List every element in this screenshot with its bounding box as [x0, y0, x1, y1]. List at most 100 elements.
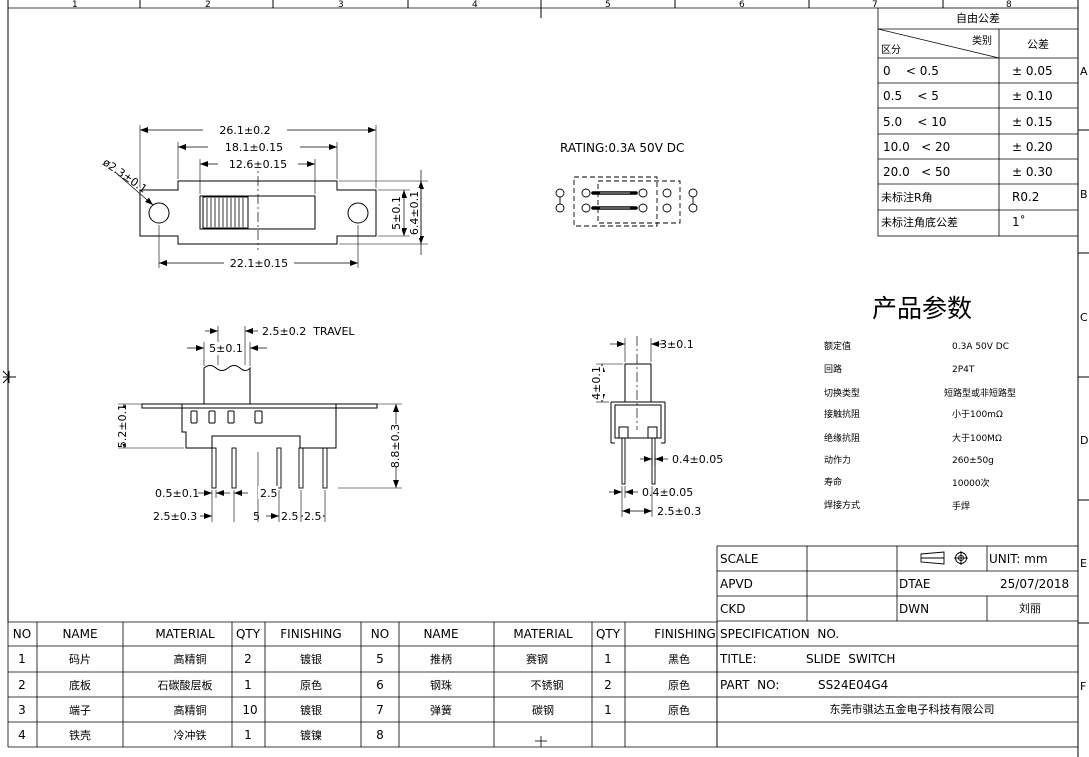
tolerance-header-tolerance: 公差	[1027, 37, 1049, 51]
bom-cell: 冷冲铁	[174, 728, 207, 742]
dim-span: 5	[253, 510, 260, 523]
dim-pin-pitch: 2.5	[260, 487, 278, 500]
bom-cell: 码片	[69, 653, 91, 666]
tolerance-value: ± 0.20	[1012, 140, 1053, 154]
dim-pitch-b: 2.5	[304, 510, 322, 523]
bom-cell: 弹簧	[430, 703, 452, 717]
bom-header: NAME	[423, 627, 458, 641]
drawer-name: 刘丽	[1019, 602, 1041, 615]
bom-header: FINISHING	[280, 627, 341, 641]
ckd-label: CKD	[720, 602, 746, 616]
row-letter: E	[1080, 557, 1087, 570]
bom-cell: 3	[18, 703, 26, 717]
tolerance-value: 1˚	[1012, 214, 1026, 229]
bom-table: NO NAME MATERIAL QTY FINISHING NO NAME M…	[7, 621, 718, 748]
bom-cell: 端子	[69, 704, 91, 717]
tolerance-range: 5.0 < 10	[883, 115, 946, 129]
row-letter: B	[1080, 188, 1088, 201]
apvd-label: APVD	[720, 577, 753, 591]
dim-actuator-w: 3±0.1	[660, 338, 694, 351]
col-number: 2	[205, 0, 211, 10]
param-value: 短路型或非短路型	[944, 387, 1016, 399]
circuit-diagram	[555, 176, 698, 227]
title-block: SCALE UNIT: mm APVD DTAE 25/07/2018 CKD …	[716, 545, 1079, 748]
bom-cell: 1	[244, 728, 252, 742]
param-label: 接触抗阻	[824, 408, 860, 420]
company-name: 东莞市骐达五金电子科技有限公司	[830, 702, 995, 716]
bom-cell: 6	[376, 678, 384, 692]
dim-slot-length: 12.6±0.15	[229, 158, 287, 171]
bom-cell: 1	[244, 678, 252, 692]
bom-cell: 赛钢	[526, 652, 548, 666]
param-label: 绝缘抗阻	[824, 432, 860, 444]
rating-label: RATING:0.3A 50V DC	[560, 141, 684, 155]
bom-cell: 1	[604, 703, 612, 717]
dwn-label: DWN	[899, 602, 929, 616]
param-label: 切换类型	[824, 387, 860, 399]
col-number: 6	[739, 0, 745, 10]
col-number: 1	[72, 0, 78, 10]
bom-cell: 钢珠	[430, 678, 452, 692]
dim-pin-thickness-a: 0.4±0.05	[672, 453, 723, 466]
tolerance-range: 0.5 < 5	[883, 89, 939, 103]
tolerance-value: ± 0.15	[1012, 115, 1053, 129]
spec-label: SPECIFICATION NO.	[720, 627, 839, 641]
row-letter: C	[1080, 311, 1088, 324]
bom-cell: 高精铜	[174, 703, 207, 717]
bom-cell: 底板	[69, 678, 91, 692]
bom-header: QTY	[236, 627, 261, 641]
row-letter: D	[1080, 434, 1088, 447]
dim-inner-height: 5±0.1	[390, 196, 403, 230]
title-label: TITLE:	[719, 652, 757, 666]
bom-cell: 镀镍	[300, 728, 322, 742]
bom-cell: 高精铜	[174, 652, 207, 666]
param-value: 小于100mΩ	[952, 409, 1003, 420]
param-label: 动作力	[824, 454, 851, 466]
dim-hole-diameter: ø2.3±0.1	[100, 156, 149, 196]
bom-cell: 7	[376, 703, 384, 717]
front-view-dimensions: 2.5±0.2 TRAVEL 5±0.1 5.2±0.1 8.8±0.3 0.5…	[116, 325, 402, 523]
dim-pin-offset: 2.5±0.3	[657, 505, 701, 518]
bom-cell: 2	[18, 678, 26, 692]
bom-cell: 原色	[668, 703, 690, 717]
bom-cell: 4	[18, 728, 26, 742]
tolerance-value: ± 0.10	[1012, 89, 1053, 103]
bom-cell: 镀银	[300, 703, 322, 717]
column-numbers: 1 2 3 4 5 6 7 8	[72, 0, 1012, 10]
part-value: SS24E04G4	[818, 678, 888, 692]
param-label: 额定值	[824, 340, 851, 352]
bom-cell: 镀银	[300, 652, 322, 666]
unit-label: UNIT: mm	[989, 552, 1048, 566]
dim-hole-span: 22.1±0.15	[230, 257, 288, 270]
bom-header: MATERIAL	[513, 627, 573, 641]
dim-pin-thickness-b: 0.4±0.05	[642, 486, 693, 499]
tolerance-value: R0.2	[1012, 190, 1039, 204]
param-value: 大于100MΩ	[952, 432, 1002, 444]
tolerance-range: 未标注R角	[881, 190, 933, 204]
param-value: 10000次	[952, 477, 990, 489]
dim-travel: 2.5±0.2 TRAVEL	[262, 325, 355, 338]
dim-outer-height: 6.4±0.1	[408, 191, 421, 235]
params-title: 产品参数	[872, 294, 972, 323]
scale-label: SCALE	[720, 552, 758, 566]
col-number: 4	[472, 0, 478, 10]
dim-overall-length: 26.1±0.2	[219, 124, 270, 137]
dim-mid-length: 18.1±0.15	[225, 141, 283, 154]
bom-cell: 碳钢	[532, 703, 554, 717]
bom-cell: 5	[376, 652, 384, 666]
tolerance-range: 未标注角底公差	[881, 215, 958, 229]
tolerance-table: 自由公差 类别 区分 公差 0 < 0.5 ± 0.05 0.5 < 5 ± 0…	[877, 7, 1079, 237]
bom-cell: 2	[244, 652, 252, 666]
dim-actuator-h: 4±0.1	[590, 366, 603, 400]
bom-header: QTY	[596, 627, 621, 641]
tolerance-table-title: 自由公差	[956, 11, 1000, 25]
bom-cell: 8	[376, 728, 384, 742]
dim-pitch-a: 2.5	[281, 510, 299, 523]
dim-offset: 2.5±0.3	[153, 510, 197, 523]
dim-pin-width: 0.5±0.1	[155, 487, 199, 500]
bom-cell: 黑色	[668, 652, 690, 666]
param-value: 手焊	[952, 500, 970, 512]
dtae-label: DTAE	[899, 577, 930, 591]
